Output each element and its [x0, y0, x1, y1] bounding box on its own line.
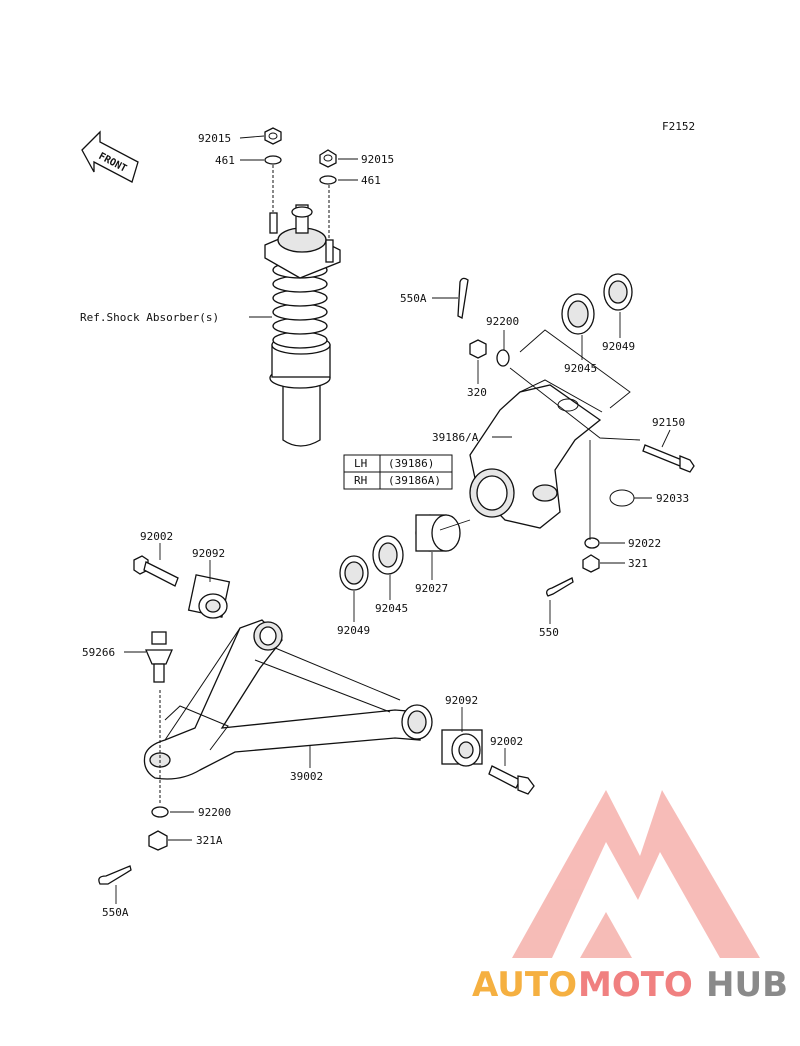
front-arrow-icon: FRONT: [81, 130, 139, 183]
bolt-92002-left-icon: [133, 555, 179, 587]
label-59266: 59266: [82, 646, 115, 659]
watermark-text-auto: AUTO: [472, 965, 577, 1005]
bearing-92045-bottom-icon: [372, 535, 404, 575]
label-92002-right: 92002: [490, 735, 523, 748]
watermark-logo: [512, 790, 760, 958]
leader-lines: [115, 135, 671, 904]
bolt-92002-right-icon: [488, 765, 535, 795]
bushing-92092-right-icon: [441, 729, 483, 767]
label-92022: 92022: [628, 537, 661, 550]
washer-92022-icon: [584, 537, 600, 549]
label-92033: 92033: [656, 492, 689, 505]
washer-461-right-icon: [319, 175, 337, 185]
label-321: 321: [628, 557, 648, 570]
cotter-pin-550a-top-icon: [457, 277, 469, 319]
washer-461-left-icon: [264, 155, 282, 165]
label-550: 550: [539, 626, 559, 639]
nut-321-icon: [582, 554, 600, 573]
table-row-rh-part: (39186A): [388, 474, 441, 487]
nut-321a-icon: [148, 830, 168, 851]
label-92150: 92150: [652, 416, 685, 429]
label-92049-top: 92049: [602, 340, 635, 353]
bolt-92150-icon: [642, 444, 695, 473]
table-row-lh-side: LH: [354, 457, 367, 470]
nut-92015-right-icon: [319, 149, 337, 168]
watermark-text-moto: MOTO: [578, 965, 693, 1005]
label-461-left: 461: [215, 154, 235, 167]
label-92015-right: 92015: [361, 153, 394, 166]
bushing-92092-left-icon: [187, 574, 231, 619]
nut-320-icon: [469, 339, 487, 359]
label-39002: 39002: [290, 770, 323, 783]
watermark-text-hub: HUB: [706, 965, 788, 1005]
label-92092-left: 92092: [192, 547, 225, 560]
table-row-rh-side: RH: [354, 474, 367, 487]
seal-92049-bottom-icon: [339, 555, 369, 591]
cotter-pin-550-icon: [546, 577, 574, 597]
nut-92015-left-icon: [264, 127, 282, 145]
washer-92200-bottom-icon: [151, 806, 169, 818]
knuckle: [469, 379, 603, 529]
label-461-right: 461: [361, 174, 381, 187]
ball-joint-59266-icon: [145, 631, 173, 683]
table-row-lh-part: (39186): [388, 457, 434, 470]
label-92200-bottom: 92200: [198, 806, 231, 819]
figure-code: F2152: [662, 120, 695, 133]
ref-shock-absorber-label: Ref.Shock Absorber(s): [80, 311, 219, 324]
circlip-92033-icon: [609, 489, 635, 507]
label-92027: 92027: [415, 582, 448, 595]
shock-absorber: [264, 204, 341, 447]
label-550a-bottom: 550A: [102, 906, 129, 919]
label-92092-right: 92092: [445, 694, 478, 707]
bearing-92045-top-icon: [561, 293, 595, 335]
cotter-pin-550a-bottom-icon: [98, 865, 132, 885]
label-550a-top: 550A: [400, 292, 427, 305]
label-92200-top: 92200: [486, 315, 519, 328]
spacer-92027-icon: [415, 514, 461, 552]
label-92045-top: 92045: [564, 362, 597, 375]
label-92049-bottom: 92049: [337, 624, 370, 637]
side-table: LH (39186) RH (39186A): [343, 454, 453, 490]
seal-92049-top-icon: [603, 273, 633, 311]
washer-92200-top-icon: [496, 349, 510, 367]
label-321a: 321A: [196, 834, 223, 847]
label-92002-left: 92002: [140, 530, 173, 543]
label-320: 320: [467, 386, 487, 399]
label-39186a: 39186/A: [432, 431, 479, 444]
label-92015-left: 92015: [198, 132, 231, 145]
label-92045-bottom: 92045: [375, 602, 408, 615]
a-arm: [143, 619, 433, 780]
